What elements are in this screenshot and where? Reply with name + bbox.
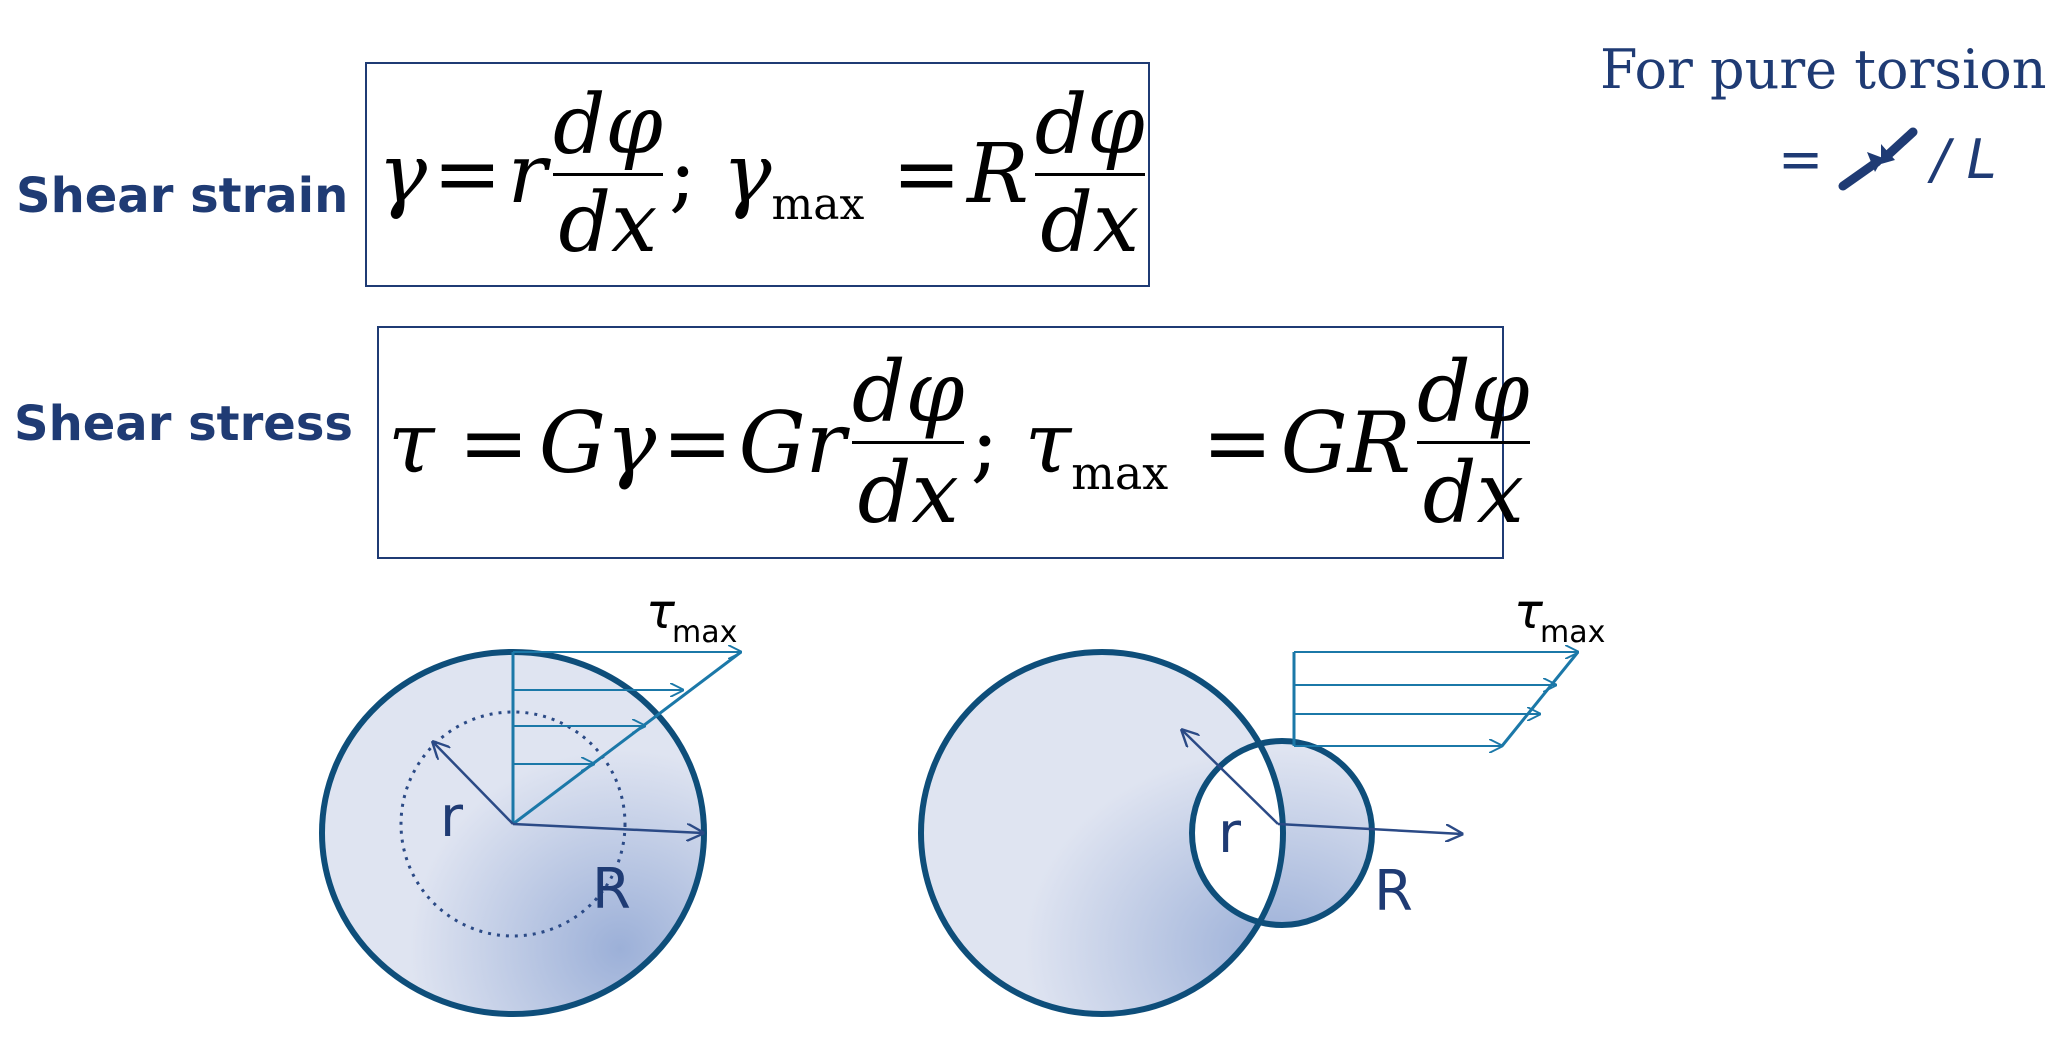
fraction-denominator: dx bbox=[1040, 176, 1140, 271]
shear-strain-equation-box bbox=[365, 62, 1150, 287]
tau-max-label: τ bbox=[646, 584, 676, 640]
fraction-numerator: dφ bbox=[1416, 343, 1530, 441]
equals-sign: = bbox=[1778, 127, 1824, 191]
angle-of-twist-icon bbox=[1838, 127, 1918, 191]
hollow-shaft-cross-section bbox=[917, 649, 1376, 1017]
dphi-dx-fraction: dφ dx bbox=[1416, 343, 1530, 542]
semicolon: ; bbox=[668, 127, 697, 222]
max-subscript: max bbox=[771, 179, 865, 230]
g-outer-radius-symbol: GR bbox=[1280, 393, 1411, 492]
shear-stress-label: Shear stress bbox=[14, 396, 353, 452]
outer-radius-arrow bbox=[512, 822, 703, 833]
fraction-numerator: dφ bbox=[1034, 78, 1145, 173]
shear-stress-equation: τ = Gγ = Gr dφ dx ; τ max = GR dφ dx bbox=[388, 336, 1536, 549]
outer-radius-label: R bbox=[1374, 859, 1413, 924]
hollow-shaft-diagram: r R τ max bbox=[917, 584, 1605, 1017]
fraction-denominator: dx bbox=[1422, 444, 1524, 542]
g-gamma-symbol: Gγ bbox=[538, 393, 657, 492]
g-r-symbol: Gr bbox=[738, 393, 846, 492]
fraction-denominator: dx bbox=[558, 176, 658, 271]
stress-profile-line bbox=[512, 650, 742, 826]
solid-shaft-diagram: r R τ max bbox=[319, 584, 742, 1017]
tau-max-label: τ bbox=[1514, 584, 1544, 640]
dphi-dx-fraction: dφ dx bbox=[851, 343, 965, 542]
inner-radius-label: r bbox=[440, 785, 464, 850]
pure-torsion-note: For pure torsion bbox=[1600, 38, 2047, 101]
fraction-denominator: dx bbox=[857, 444, 959, 542]
equals-sign: = bbox=[892, 127, 962, 222]
tau-max-subscript: max bbox=[1540, 615, 1605, 650]
semicolon: ; bbox=[970, 393, 999, 492]
inner-radius-arrow bbox=[433, 742, 514, 825]
radius-symbol: r bbox=[507, 127, 547, 222]
inner-radius-dotted-circle bbox=[399, 710, 627, 938]
shear-strain-label: Shear strain bbox=[16, 168, 349, 224]
equals-sign: = bbox=[1202, 393, 1273, 492]
equals-sign: = bbox=[458, 393, 529, 492]
fraction-bar bbox=[851, 441, 965, 444]
outer-radius-symbol: R bbox=[967, 127, 1029, 222]
fraction-numerator: dφ bbox=[552, 78, 663, 173]
fraction-bar bbox=[1034, 173, 1145, 176]
dphi-dx-fraction: dφ dx bbox=[552, 78, 663, 271]
equals-sign: = bbox=[433, 127, 502, 222]
max-subscript: max bbox=[1071, 445, 1169, 500]
outer-radius-arrow bbox=[1277, 822, 1462, 834]
equals-sign: = bbox=[662, 393, 733, 492]
shear-strain-equation: γ = r dφ dx ; γ max = R dφ dx bbox=[378, 72, 1151, 277]
pure-torsion-relation: = / L bbox=[1778, 124, 1997, 194]
inner-radius-arrow bbox=[1182, 730, 1279, 825]
tau-max-symbol: τ bbox=[1024, 393, 1072, 492]
fraction-numerator: dφ bbox=[851, 343, 965, 441]
length-term: / L bbox=[1931, 127, 1997, 191]
inner-radius-label: r bbox=[1218, 801, 1242, 866]
fraction-bar bbox=[1416, 441, 1530, 444]
gamma-max-symbol: γ bbox=[722, 127, 772, 222]
outer-radius-label: R bbox=[592, 857, 631, 922]
stress-profile-line bbox=[1500, 651, 1580, 747]
fraction-bar bbox=[552, 173, 663, 176]
dphi-dx-fraction: dφ dx bbox=[1034, 78, 1145, 271]
tau-symbol: τ bbox=[388, 393, 435, 492]
tau-max-subscript: max bbox=[672, 615, 737, 650]
gamma-symbol: γ bbox=[378, 127, 428, 222]
